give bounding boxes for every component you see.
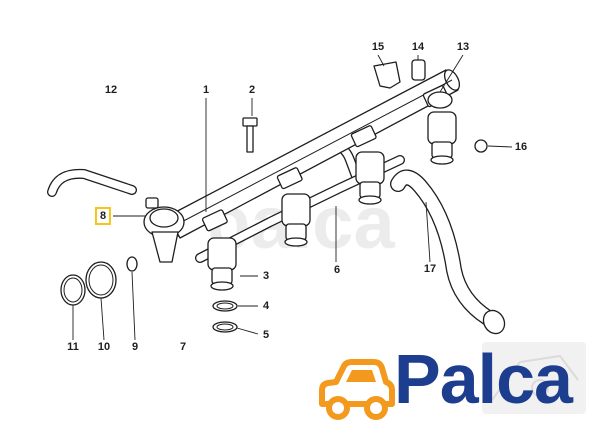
callout-3: 3 xyxy=(262,270,270,282)
seal-ring-9 xyxy=(126,256,138,272)
o-ring-5 xyxy=(212,321,238,333)
callout-17: 17 xyxy=(423,263,437,275)
leader-lines xyxy=(72,54,513,341)
pressure-regulator xyxy=(143,197,185,263)
callout-13: 13 xyxy=(456,41,470,53)
bolt xyxy=(242,117,258,153)
callout-5: 5 xyxy=(262,329,270,341)
callout-12: 12 xyxy=(104,84,118,96)
car-icon xyxy=(319,359,395,420)
rail-cap xyxy=(411,59,426,81)
logo-text: Palca xyxy=(394,340,573,418)
callout-6: 6 xyxy=(333,264,341,276)
callout-15: 15 xyxy=(371,41,385,53)
callout-16: 16 xyxy=(514,141,528,153)
callout-7: 7 xyxy=(179,341,187,353)
bracket-clip xyxy=(373,61,401,89)
callout-4: 4 xyxy=(262,300,270,312)
rail-fitting xyxy=(427,91,453,109)
callout-10: 10 xyxy=(97,341,111,353)
callout-2: 2 xyxy=(248,84,256,96)
callout-9: 9 xyxy=(131,341,139,353)
o-ring-4 xyxy=(212,300,238,312)
injector-3 xyxy=(350,125,385,205)
vacuum-hose xyxy=(47,168,137,197)
seal-ring-11 xyxy=(60,274,86,306)
injector-1 xyxy=(201,209,237,291)
background-thumbnail xyxy=(482,342,586,414)
callout-1: 1 xyxy=(202,84,210,96)
callout-11: 11 xyxy=(67,341,79,353)
palca-logo: Palca xyxy=(316,336,592,432)
o-ring-16 xyxy=(474,139,488,153)
fuel-hose xyxy=(390,169,506,335)
callout-14: 14 xyxy=(411,41,425,53)
callout-8-highlighted: 8 xyxy=(94,207,112,225)
injector-2 xyxy=(276,167,311,247)
seal-ring-10 xyxy=(85,261,117,299)
